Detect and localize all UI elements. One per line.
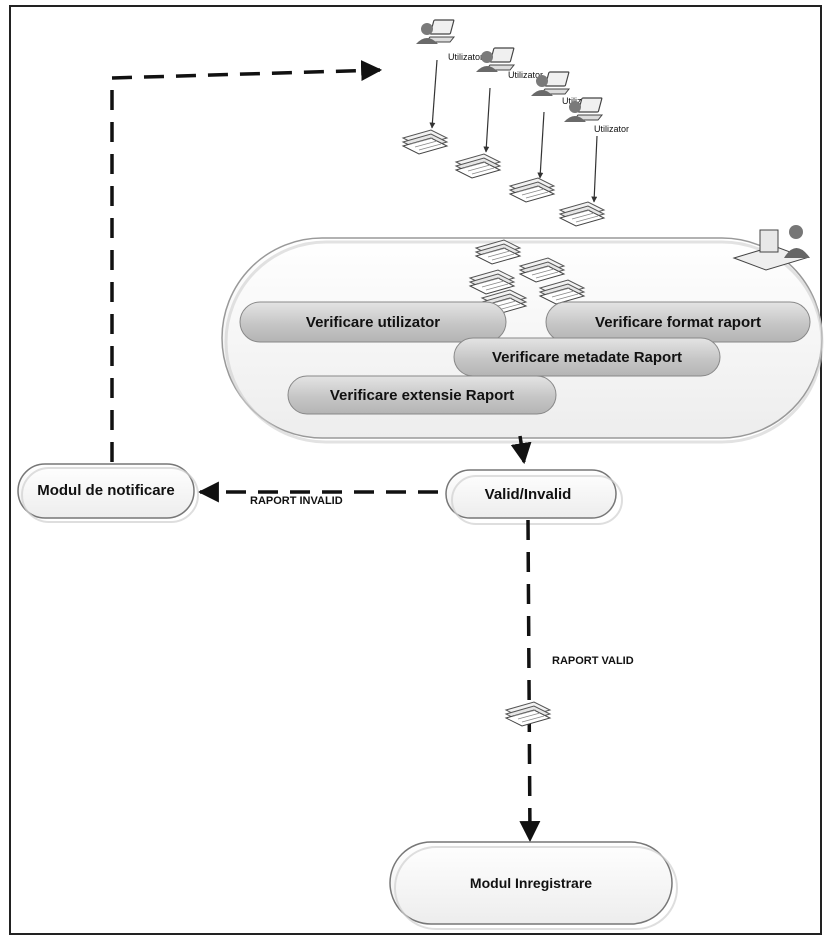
validation-decision-arrow — [510, 435, 532, 465]
outer-frame — [9, 5, 822, 935]
check-user-label: Verificare utilizator — [306, 314, 440, 331]
report-stack-icon — [402, 129, 448, 155]
check-metadata-pill: Verificare metadate Raport — [453, 337, 721, 377]
check-metadata-label: Verificare metadate Raport — [492, 349, 682, 366]
check-extension-pill: Verificare extensie Raport — [287, 375, 557, 415]
user-icon: Utilizator — [475, 47, 543, 80]
report-stack-icon — [559, 201, 605, 227]
check-format-pill: Verificare format raport — [545, 301, 811, 343]
user-report-arrow — [591, 135, 598, 203]
user-icon: Utilizator — [563, 97, 629, 134]
check-format-label: Verificare format raport — [595, 314, 761, 331]
check-user-pill: Verificare utilizator — [239, 301, 507, 343]
report-stack-icon — [509, 177, 555, 203]
decision-node: Valid/Invalid — [445, 469, 623, 525]
registration-label: Modul Inregistrare — [470, 875, 592, 891]
operator-icon — [732, 225, 810, 271]
notification-label: Modul de notificare — [37, 482, 175, 499]
user-report-arrow — [537, 111, 545, 179]
valid-connector — [519, 519, 541, 843]
check-extension-label: Verificare extensie Raport — [330, 387, 514, 404]
user-icon: Utilizator — [415, 19, 483, 62]
user-report-arrow — [483, 87, 491, 153]
report-stack-icon — [455, 153, 501, 179]
user-label: Utilizator — [508, 70, 543, 80]
registration-module: Modul Inregistrare — [389, 841, 678, 930]
user-icon: Utilizator — [530, 71, 597, 106]
user-report-arrow — [429, 59, 438, 129]
user-label: Utilizator — [562, 96, 597, 106]
invalid-edge-label: RAPORT INVALID — [250, 495, 343, 507]
valid-edge-label: RAPORT VALID — [552, 655, 634, 667]
notification-module: Modul de notificare — [17, 463, 199, 523]
decision-label: Valid/Invalid — [485, 486, 572, 503]
user-label: Utilizator — [448, 52, 483, 62]
notify-users-connector — [110, 60, 383, 462]
user-label: Utilizator — [594, 124, 629, 134]
report-stack-icon — [505, 701, 551, 727]
